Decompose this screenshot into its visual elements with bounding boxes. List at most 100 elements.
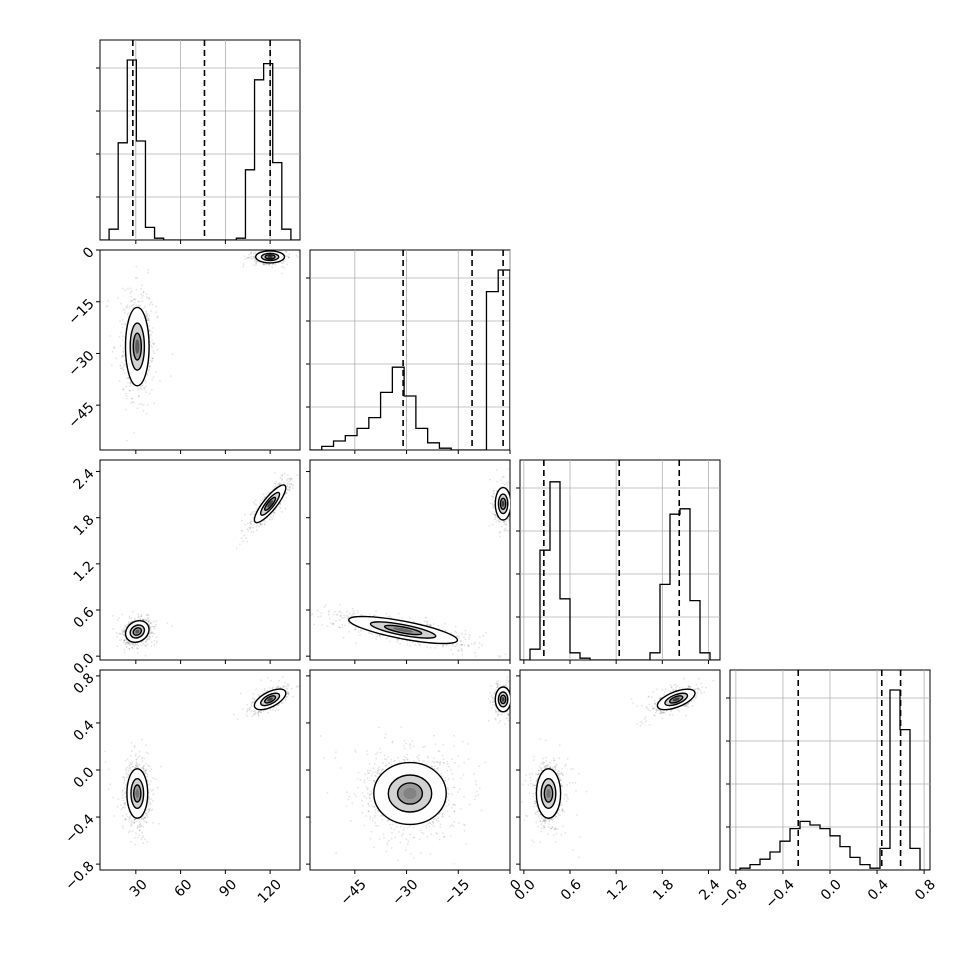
- scatter-point-1-2-0-486: [348, 622, 351, 625]
- scatter-point-0-1-0-729: [120, 323, 123, 325]
- scatter-point-0-1-0-810: [132, 401, 135, 404]
- scatter-point-0-2-0-269: [147, 617, 150, 620]
- scatter-point-0-2-1-56: [278, 505, 281, 508]
- scatter-point-0-3-0-205: [135, 762, 138, 765]
- scatter-point-0-2-1-230: [281, 478, 284, 480]
- scatter-point-0-3-0-80: [149, 803, 151, 806]
- scatter-point-1-2-0-163: [396, 641, 398, 643]
- scatter-point-0-2-1-444: [289, 478, 291, 481]
- scatter-point-0-2-0-14: [149, 629, 152, 631]
- scatter-point-0-2-1-239: [287, 489, 289, 491]
- scatter-point-1-2-0-406: [389, 640, 391, 643]
- scatter-point-0-1-1-180: [279, 250, 282, 252]
- scatter-point-0-3-0-483: [143, 764, 145, 767]
- scatter-content-1-2: [310, 468, 510, 660]
- scatter-point-0-3-0-796: [143, 816, 146, 818]
- scatter-point-0-2-1-243: [277, 483, 280, 486]
- scatter-point-0-2-0-692: [127, 621, 130, 623]
- scatter-point-0-3-1-81: [282, 686, 284, 688]
- scatter-point-0-2-0-10: [147, 620, 150, 622]
- scatter-point-0-3-0-444: [144, 812, 147, 815]
- scatter-point-0-3-1-105: [260, 711, 262, 713]
- scatter-point-0-3-0-46: [127, 774, 130, 776]
- scatter-point-0-1-0-519: [122, 368, 125, 371]
- scatter-point-0-3-0-708: [126, 775, 129, 778]
- scatter-point-0-3-1-378: [246, 704, 249, 706]
- scatter-point-1-2-0-256: [341, 626, 344, 629]
- scatter-point-0-1-0-339: [146, 374, 149, 377]
- scatter-point-0-3-1-42: [246, 709, 249, 712]
- scatter-point-0-3-0-78: [135, 764, 138, 766]
- scatter-point-0-2-0-537: [134, 643, 137, 645]
- scatter-point-1-2-0-49: [347, 616, 350, 618]
- scatter-point-0-3-1-452: [257, 713, 260, 716]
- scatter-point-0-3-0-333: [136, 836, 139, 839]
- scatter-point-0-2-1-129: [283, 481, 286, 484]
- scatter-point-0-2-0-546: [128, 647, 131, 650]
- scatter-point-1-2-0-72: [316, 609, 319, 612]
- scatter-point-0-3-1-166: [269, 709, 272, 712]
- scatter-point-0-1-0-893: [147, 268, 150, 271]
- scatter-point-0-1-0-580: [137, 300, 140, 303]
- scatter-point-0-2-0-190: [147, 620, 150, 623]
- hist-frame-1: [309, 249, 511, 451]
- scatter-point-0-3-1-126: [269, 679, 272, 682]
- scatter-point-1-2-0-274: [460, 644, 462, 647]
- scatter-point-1-2-0-273: [408, 617, 411, 619]
- scatter-point-0-3-0-409: [138, 829, 141, 832]
- scatter-point-1-2-0-234: [375, 610, 377, 613]
- scatter-point-0-1-0-454: [127, 312, 130, 315]
- scatter-point-0-3-0-338: [135, 758, 138, 761]
- scatter-point-0-3-1-6: [252, 700, 254, 703]
- scatter-point-0-1-1-220: [255, 259, 257, 262]
- scatter-point-0-3-1-291: [276, 685, 279, 688]
- scatter-point-0-3-0-810: [152, 777, 155, 780]
- scatter-point-0-2-1-207: [253, 510, 255, 513]
- scatter-point-0-2-1-432: [281, 474, 284, 477]
- scatter-point-0-1-0-625: [148, 368, 150, 371]
- scatter-point-0-3-1-351: [260, 679, 262, 681]
- scatter-point-0-2-0-667: [124, 639, 126, 642]
- scatter-point-1-2-0-546: [456, 635, 458, 638]
- scatter-point-0-3-1-405: [277, 708, 280, 711]
- scatter-point-1-2-0-416: [369, 632, 372, 635]
- scatter-point-0-3-1-304: [286, 688, 289, 690]
- scatter-point-0-2-1-504: [246, 540, 249, 543]
- scatter-point-0-3-0-79: [142, 817, 145, 820]
- scatter-point-0-1-1-0: [296, 256, 299, 258]
- scatter-point-0-2-0-290: [140, 644, 143, 647]
- scatter-point-1-2-0-3: [321, 624, 323, 626]
- scatter-point-0-1-0-214: [124, 359, 126, 362]
- scatter-point-0-2-0-329: [140, 641, 143, 644]
- scatter-point-0-1-0-439: [146, 296, 149, 299]
- scatter-point-0-3-0-877: [143, 817, 146, 819]
- scatter-point-0-1-0-689: [145, 412, 148, 415]
- scatter-point-0-2-1-27: [254, 499, 257, 502]
- contour-0-3-1-2: [264, 695, 277, 704]
- scatter-point-0-2-0-243: [124, 651, 126, 654]
- scatter-point-0-2-1-126: [240, 537, 243, 539]
- scatter-point-0-1-0-652: [143, 388, 146, 391]
- scatter-point-0-3-1-473: [250, 705, 253, 707]
- scatter-point-1-2-0-516: [348, 612, 351, 615]
- scatter-point-0-2-0-120: [146, 619, 148, 621]
- scatter-point-0-3-0-889: [144, 816, 147, 819]
- scatter-point-0-3-0-184: [140, 757, 143, 760]
- scatter-point-0-2-1-36: [235, 547, 238, 550]
- scatter-point-1-2-0-118: [411, 641, 414, 644]
- scatter-point-0-1-1-252: [244, 257, 247, 260]
- scatter-point-0-1-0-221: [142, 291, 145, 294]
- scatter-point-0-3-0-218: [127, 770, 130, 772]
- scatter-point-0-3-1-374: [248, 708, 251, 711]
- scatter-point-0-1-0-428: [122, 350, 125, 353]
- scatter-point-0-1-0-510: [136, 407, 139, 409]
- scatter-point-0-3-0-54: [121, 794, 124, 796]
- contour-0-1-0-1: [129, 322, 146, 371]
- scatter-point-0-3-0-640: [146, 773, 149, 776]
- scatter-point-0-1-0-643: [120, 331, 123, 334]
- scatter-point-0-1-0-552: [150, 333, 153, 336]
- scatter-point-0-3-0-55: [129, 762, 132, 764]
- scatter-point-0-3-0-370: [138, 821, 141, 823]
- scatter-point-0-3-0-622: [121, 815, 124, 817]
- scatter-point-0-3-0-875: [128, 765, 131, 767]
